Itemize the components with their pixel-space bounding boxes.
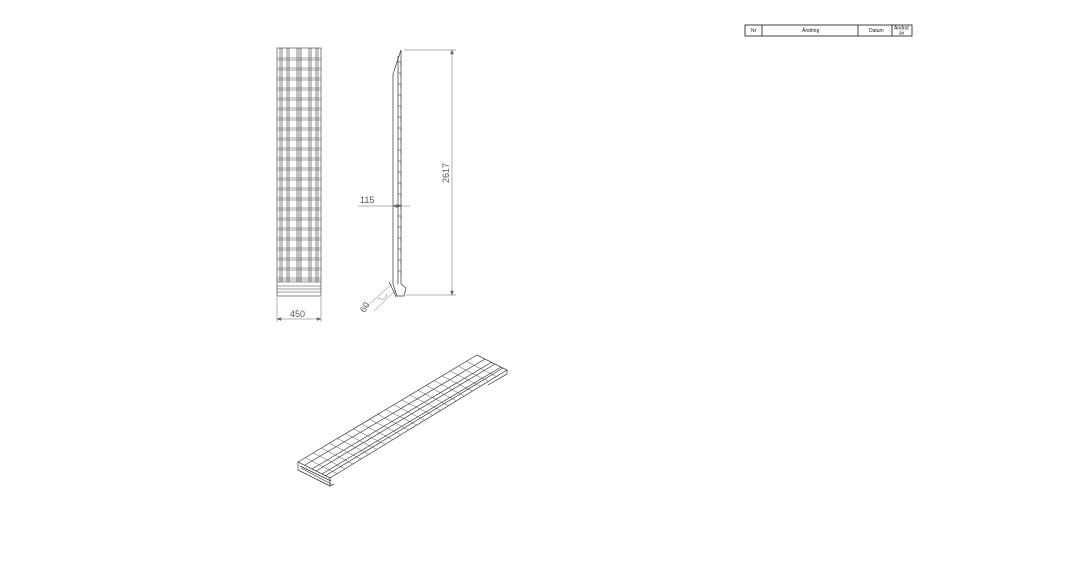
height-dimension [358,204,410,208]
width-dimension-label: 450 [290,309,305,319]
revision-change-header: Ändring [802,27,819,34]
revision-sign-header-2: av [899,31,905,37]
top-view [276,47,322,297]
angle-dimension [365,283,397,312]
revision-date-header: Datum [869,28,884,34]
revision-nr-header: Nr [751,28,757,34]
revision-table [744,24,913,37]
angle-dimension-label: 60 [358,300,372,314]
side-view [388,49,407,298]
length-dimension-label: 2617 [441,163,451,183]
revision-sign-header-1: Ändrat [894,25,909,32]
length-dimension [404,49,456,296]
height-dimension-label: 115 [360,195,374,205]
width-dimension [276,297,322,322]
isometric-view [297,354,508,487]
